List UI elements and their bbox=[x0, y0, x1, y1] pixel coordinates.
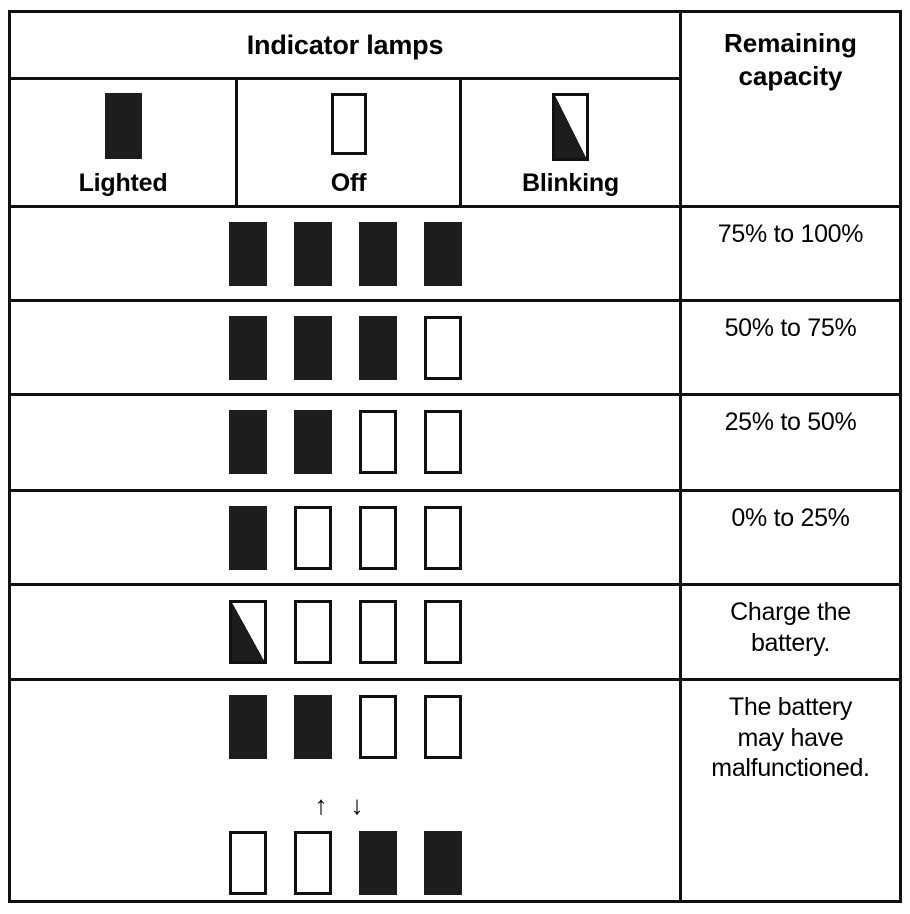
alternating-arrows: ↑ ↓ bbox=[229, 792, 449, 818]
lamp-4-lit bbox=[424, 831, 462, 895]
divider-row-1 bbox=[11, 299, 899, 302]
lamp-2-lit bbox=[294, 316, 332, 380]
capacity-value-row-4: 0% to 25% bbox=[731, 504, 850, 532]
divider-legend-2 bbox=[459, 77, 462, 205]
legend-lighted: Lighted bbox=[11, 80, 235, 205]
capacity-value-row-1: 75% to 100% bbox=[717, 220, 864, 248]
lamp-2-off bbox=[294, 600, 332, 664]
legend-label-blinking: Blinking bbox=[521, 169, 619, 197]
lamp-strip-row-6-bottom bbox=[229, 831, 462, 895]
lamp-strip-row-6-top bbox=[229, 695, 462, 759]
table-row-6: ↑ ↓ bbox=[11, 681, 679, 900]
divider-header-title bbox=[11, 77, 682, 80]
capacity-value-row-5: Charge the battery. bbox=[682, 586, 899, 678]
table-row-4 bbox=[11, 492, 679, 583]
lamp-1-lit bbox=[229, 316, 267, 380]
lamp-2-off bbox=[294, 831, 332, 895]
lamp-strip-row-4 bbox=[229, 506, 462, 570]
arrow-up-icon: ↑ bbox=[314, 790, 328, 820]
lamp-4-off bbox=[424, 600, 462, 664]
legend-off: Off bbox=[238, 80, 459, 205]
remaining-capacity-line1: Remaining bbox=[724, 28, 857, 58]
capacity-row-6-line2: may have bbox=[737, 723, 844, 752]
lamp-3-lit bbox=[359, 316, 397, 380]
lamp-off-icon bbox=[330, 93, 367, 155]
lamp-1-lit bbox=[229, 222, 267, 286]
lamp-3-off bbox=[359, 506, 397, 570]
lamp-2-lit bbox=[294, 695, 332, 759]
lamp-2-off bbox=[294, 506, 332, 570]
table-row-5 bbox=[11, 586, 679, 678]
header-indicator-lamps-title: Indicator lamps bbox=[246, 29, 444, 60]
capacity-row-5-line2: battery. bbox=[750, 628, 831, 657]
lamp-3-off bbox=[359, 410, 397, 474]
legend-label-lighted: Lighted bbox=[78, 169, 168, 197]
capacity-value-row-2: 50% to 75% bbox=[724, 314, 857, 342]
lamp-4-lit bbox=[424, 222, 462, 286]
lamp-3-lit bbox=[359, 831, 397, 895]
capacity-row-6-line1: The battery bbox=[728, 693, 853, 721]
lamp-1-lit bbox=[229, 506, 267, 570]
lamp-3-off bbox=[359, 695, 397, 759]
lamp-1-blinking bbox=[229, 600, 267, 664]
capacity-row-6-line3: malfunctioned. bbox=[711, 754, 870, 782]
lamp-3-off bbox=[359, 600, 397, 664]
divider-legend-1 bbox=[235, 77, 238, 205]
lamp-blinking-icon bbox=[552, 93, 589, 161]
capacity-value-row-3: 25% to 50% bbox=[724, 408, 857, 436]
divider-capacity-column bbox=[679, 13, 682, 900]
lamp-strip-row-1 bbox=[229, 222, 462, 286]
lamp-1-off bbox=[229, 831, 267, 895]
lamp-4-off bbox=[424, 316, 462, 380]
lamp-2-lit bbox=[294, 222, 332, 286]
table-row-1 bbox=[11, 208, 679, 299]
lamp-strip-row-3 bbox=[229, 410, 462, 474]
lamp-strip-row-2 bbox=[229, 316, 462, 380]
capacity-row-5-line1: Charge the bbox=[730, 598, 851, 626]
remaining-capacity-line2: capacity bbox=[738, 61, 843, 92]
indicator-lamp-table: Indicator lamps Remaining capacity Light… bbox=[8, 10, 902, 903]
divider-row-4 bbox=[11, 583, 899, 586]
divider-row-2 bbox=[11, 393, 899, 396]
lamp-2-lit bbox=[294, 410, 332, 474]
divider-legend-bottom bbox=[11, 205, 899, 208]
lamp-3-lit bbox=[359, 222, 397, 286]
lamp-4-off bbox=[424, 506, 462, 570]
arrow-down-icon: ↓ bbox=[350, 790, 364, 820]
header-remaining-capacity-title: Remaining capacity bbox=[682, 13, 899, 205]
table-row-2 bbox=[11, 302, 679, 393]
lamp-strip-row-5 bbox=[229, 600, 462, 664]
capacity-value-row-6: The battery may have malfunctioned. bbox=[682, 681, 899, 900]
legend-blinking: Blinking bbox=[462, 80, 679, 205]
lamp-4-off bbox=[424, 695, 462, 759]
lamp-lit-icon bbox=[104, 93, 142, 159]
lamp-1-lit bbox=[229, 410, 267, 474]
divider-row-5 bbox=[11, 678, 899, 681]
legend-label-off: Off bbox=[330, 169, 367, 197]
table-row-3 bbox=[11, 396, 679, 489]
lamp-1-lit bbox=[229, 695, 267, 759]
divider-row-3 bbox=[11, 489, 899, 492]
lamp-4-off bbox=[424, 410, 462, 474]
